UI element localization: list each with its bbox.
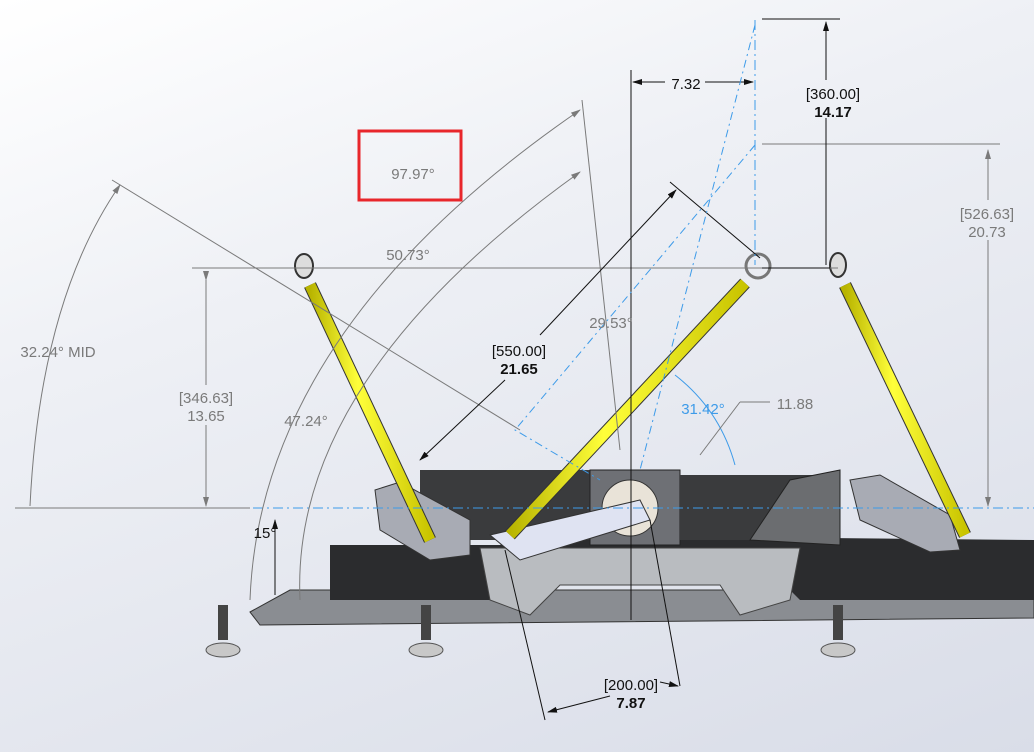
base-length-mm[interactable]: [200.00] [604,677,658,694]
rod-length-mm[interactable]: [550.00] [492,343,546,360]
highlight-box [357,129,463,202]
rod-end-eye-icon [744,252,772,280]
height-right-mm[interactable]: [526.63] [960,206,1014,223]
rod-left[interactable] [294,253,436,543]
height-top-in[interactable]: 14.17 [814,104,852,121]
base-angle[interactable]: 15° [254,525,277,542]
leveling-feet [205,605,856,658]
rod-end-eye-icon [294,253,314,279]
rod-length-in[interactable]: 21.65 [500,361,538,378]
angle-dimension-mid[interactable]: 32.24° MID [20,344,95,361]
base-length-in[interactable]: 7.87 [616,695,645,712]
rod-center[interactable] [505,252,772,540]
height-left-in[interactable]: 13.65 [187,408,225,425]
height-top-mm[interactable]: [360.00] [806,86,860,103]
height-left-mm[interactable]: [346.63] [179,390,233,407]
height-right-in[interactable]: 20.73 [968,224,1006,241]
angle-dimension-sketch[interactable]: 31.42° [681,401,725,418]
offset-horizontal[interactable]: 7.32 [671,76,700,93]
base-frame [249,469,1034,626]
angle-dimension-center[interactable]: 29.53° [589,315,633,332]
angle-dimension-upper[interactable]: 50.73° [386,247,430,264]
small-offset[interactable]: 11.88 [777,396,813,413]
dimension-lines [15,18,1034,721]
angle-dimension-highlighted[interactable]: 97.97° [391,166,435,183]
rod-end-eye-icon [829,252,847,278]
angle-dimension-lower[interactable]: 47.24° [284,413,328,430]
rod-right[interactable] [829,252,971,538]
